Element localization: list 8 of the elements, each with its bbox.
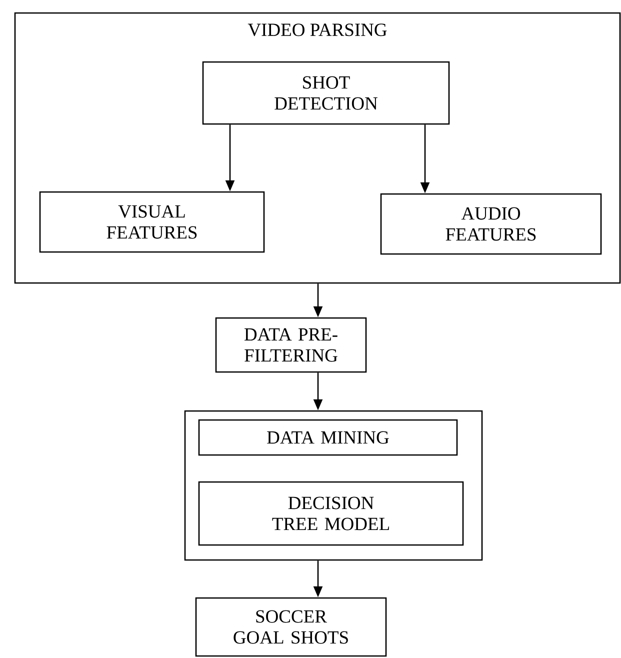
process-box: DECISION TREE MODEL (198, 481, 464, 546)
group-box (184, 410, 483, 561)
process-box: DATA PRE-FILTERING (215, 317, 367, 373)
process-box: VISUAL FEATURES (39, 191, 265, 253)
process-box: AUDIO FEATURES (380, 193, 602, 255)
process-box: SHOT DETECTION (202, 61, 450, 125)
process-box: DATA MINING (198, 419, 458, 456)
process-box: SOCCER GOAL SHOTS (195, 597, 387, 657)
